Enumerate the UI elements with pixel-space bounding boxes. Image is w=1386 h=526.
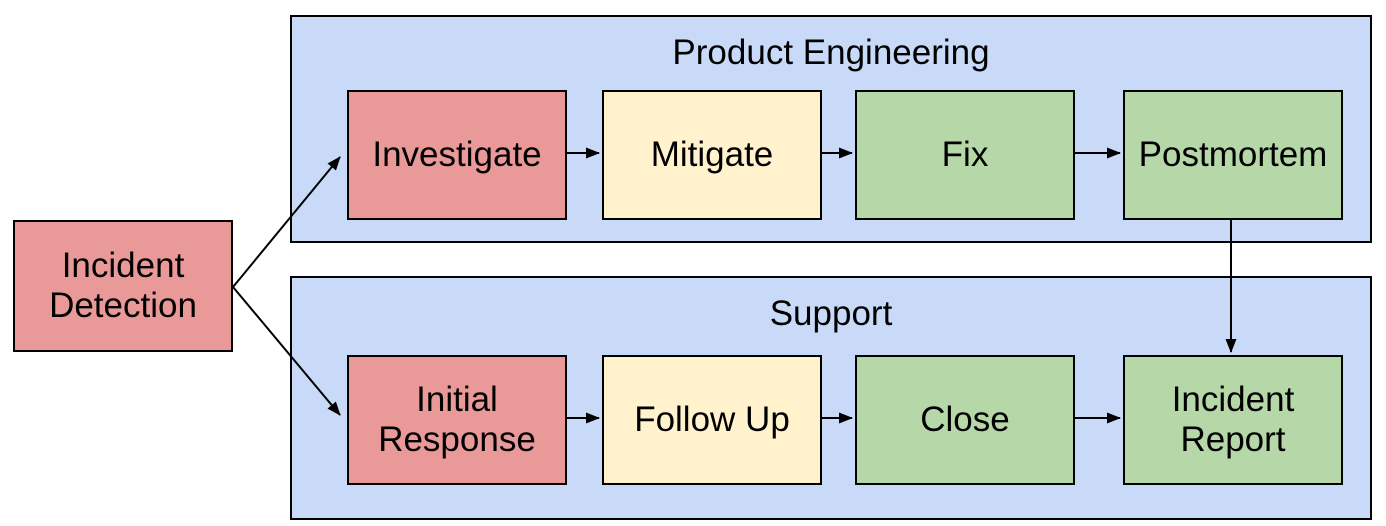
- node-label: Initial Response: [378, 380, 536, 459]
- node-follow-up: Follow Up: [602, 355, 822, 485]
- lane-title-support: Support: [769, 294, 893, 333]
- node-label: Incident Detection: [49, 246, 197, 325]
- lane-title-product-engineering: Product Engineering: [672, 33, 990, 72]
- node-label: Fix: [941, 135, 989, 175]
- node-initial-response: Initial Response: [347, 355, 567, 485]
- node-close: Close: [855, 355, 1075, 485]
- node-label: Follow Up: [634, 400, 790, 440]
- node-label: Incident Report: [1171, 380, 1295, 459]
- node-incident-report: Incident Report: [1123, 355, 1343, 485]
- node-label: Mitigate: [650, 135, 774, 175]
- node-label: Investigate: [372, 135, 542, 175]
- node-mitigate: Mitigate: [602, 90, 822, 220]
- node-fix: Fix: [855, 90, 1075, 220]
- node-investigate: Investigate: [347, 90, 567, 220]
- node-incident-detection: Incident Detection: [13, 220, 233, 352]
- node-label: Close: [920, 400, 1010, 440]
- node-label: Postmortem: [1138, 135, 1328, 175]
- lane-support: Support Initial Response Follow Up Close…: [290, 276, 1372, 520]
- lane-product-engineering: Product Engineering Investigate Mitigate…: [290, 15, 1372, 243]
- node-postmortem: Postmortem: [1123, 90, 1343, 220]
